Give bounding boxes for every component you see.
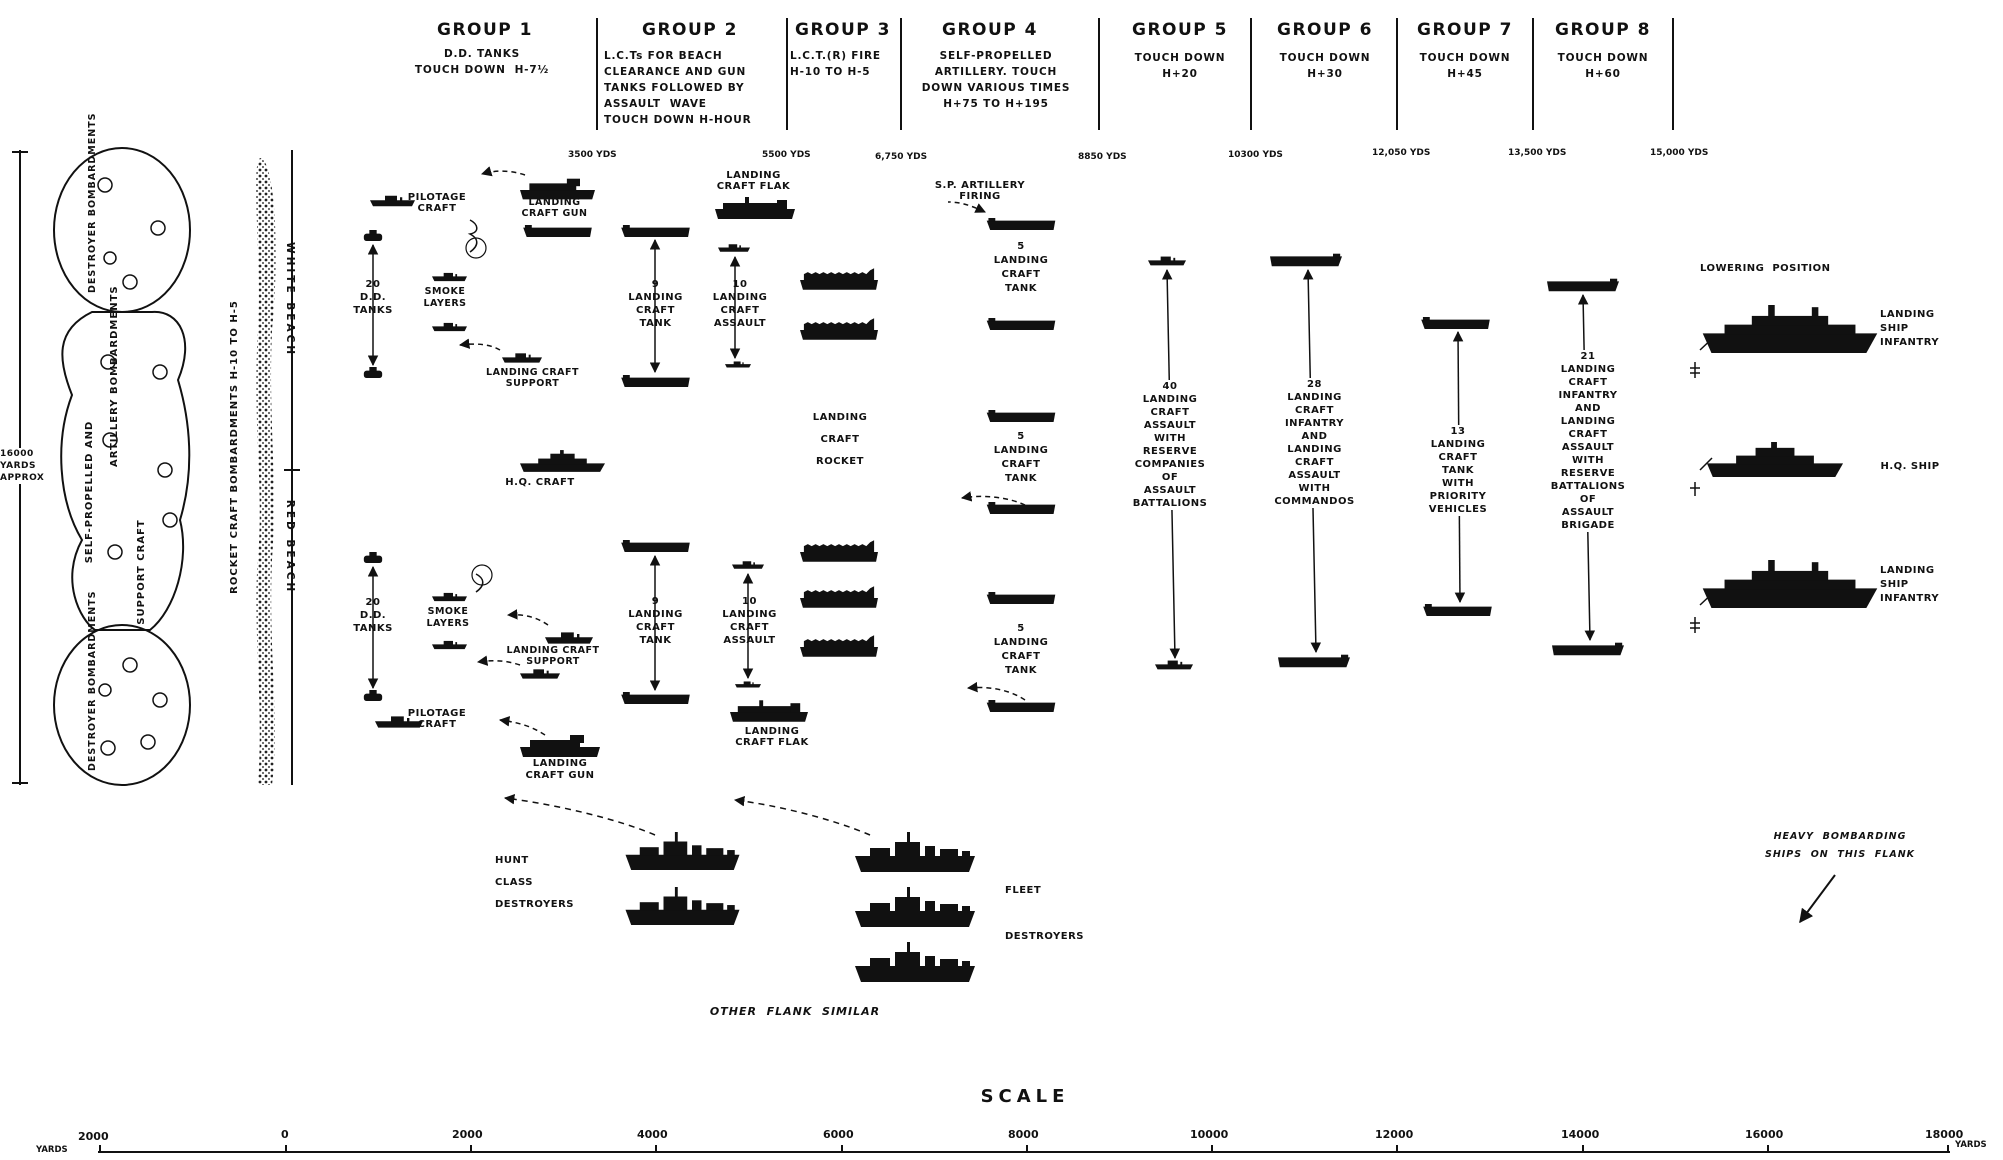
group-6-desc: TOUCH DOWN H+30	[1279, 52, 1371, 80]
landing-ship-infantry-label: LANDING SHIP INFANTRY	[1880, 309, 1940, 348]
landing-craft-rocket-label: LANDING CRAFT ROCKET	[812, 412, 868, 467]
artillery-bombardments-label: ARTILLERY BOMBARDMENTS	[109, 285, 120, 467]
landing-craft-support-label: LANDING CRAFT SUPPORT	[506, 645, 600, 667]
scale-unit-right: YARDS	[1955, 1140, 1987, 1150]
group-5-title: GROUP 5	[1131, 20, 1228, 40]
group-divider	[1098, 18, 1100, 130]
gun-symbols	[97, 177, 178, 756]
scale-tick-label: 8000	[1008, 1128, 1039, 1141]
scale-tick-label: 0	[281, 1128, 289, 1141]
group-5-desc: TOUCH DOWN H+20	[1134, 52, 1226, 80]
anchor-marks	[1690, 334, 1717, 633]
group-2-title: GROUP 2	[641, 20, 738, 40]
group-divider	[1396, 18, 1398, 130]
group-7-desc: TOUCH DOWN H+45	[1419, 52, 1511, 80]
landing-craft-support-label: LANDING CRAFT SUPPORT	[486, 367, 579, 389]
white-beach-label: WHITE BEACH	[284, 242, 296, 358]
group2-lct-label: 9 LANDING CRAFT TANK	[628, 279, 683, 329]
group-divider	[1532, 18, 1534, 130]
group2-lca-label: 10 LANDING CRAFT ASSAULT	[712, 279, 768, 329]
group-divider	[596, 18, 598, 130]
destroyer-bombardments-top: DESTROYER BOMBARDMENTS	[87, 112, 98, 293]
group-8-desc: TOUCH DOWN H+60	[1557, 52, 1649, 80]
group-4-title: GROUP 4	[941, 20, 1038, 40]
group-3-title: GROUP 3	[794, 20, 891, 40]
scale-tick-label: 2000	[78, 1130, 109, 1143]
distance-label: 15,000 YDS	[1650, 148, 1709, 158]
scale-tick-label: 4000	[637, 1128, 668, 1141]
landing-craft-flak-label: LANDING CRAFT FLAK	[735, 726, 809, 748]
group-7-title: GROUP 7	[1416, 20, 1513, 40]
dd-tanks-label: 20 D.D. TANKS	[353, 279, 393, 316]
group4-lct-label: 5 LANDING CRAFT TANK	[993, 241, 1049, 294]
scale-bar	[98, 1145, 1950, 1153]
scale-tick-label: 12000	[1375, 1128, 1414, 1141]
scale-unit-left: YARDS	[36, 1145, 68, 1155]
lowering-position-label: LOWERING POSITION	[1700, 263, 1831, 274]
smoke-layers-label: SMOKE LAYERS	[423, 286, 467, 309]
other-flank-label: OTHER FLANK SIMILAR	[709, 1005, 881, 1018]
distance-label: 12,050 YDS	[1372, 148, 1431, 158]
red-beach-label: RED BEACH	[284, 499, 296, 595]
group4-lct-label: 5 LANDING CRAFT TANK	[993, 431, 1049, 484]
scale-title: SCALE	[980, 1086, 1070, 1107]
self-propelled-label: SELF-PROPELLED AND	[84, 420, 95, 564]
dd-tanks-label: 20 D.D. TANKS	[353, 597, 393, 634]
scale-tick-label: 10000	[1190, 1128, 1229, 1141]
group5-label: 40 LANDING CRAFT ASSAULT WITH RESERVE CO…	[1120, 380, 1220, 510]
group-8-title: GROUP 8	[1554, 20, 1651, 40]
hunt-class-destroyers-label: HUNT CLASS DESTROYERS	[495, 855, 574, 910]
group-6-title: GROUP 6	[1276, 20, 1373, 40]
group-4-desc: SELF-PROPELLED ARTILLERY. TOUCH DOWN VAR…	[921, 50, 1071, 110]
fleet-label: FLEET	[1005, 885, 1042, 896]
distance-label: 10300 YDS	[1228, 150, 1283, 160]
scale-tick-label: 14000	[1561, 1128, 1600, 1141]
landing-craft-gun-label: LANDING CRAFT GUN	[525, 758, 595, 781]
group-1-title: GROUP 1	[436, 20, 533, 40]
group-2-desc: L.C.Ts FOR BEACH CLEARANCE AND GUN TANKS…	[604, 50, 752, 126]
landing-craft-gun-label: LANDING CRAFT GUN	[521, 197, 588, 219]
scale-tick-label: 16000	[1745, 1128, 1784, 1141]
support-craft-label: SUPPORT CRAFT	[136, 519, 147, 625]
scale-tick-label: 2000	[452, 1128, 483, 1141]
hq-craft-label: H.Q. CRAFT	[505, 477, 575, 488]
group-1-desc: D.D. TANKS TOUCH DOWN H-7½	[414, 48, 550, 76]
landing-craft-flak-label: LANDING CRAFT FLAK	[716, 170, 791, 192]
distance-label: 5500 YDS	[762, 150, 811, 160]
group-divider	[1672, 18, 1674, 130]
rocket-bombardment-label: ROCKET CRAFT BOMBARDMENTS H-10 TO H-5	[229, 300, 240, 594]
group2-lca-label: 10 LANDING CRAFT ASSAULT	[722, 596, 777, 646]
group2-lct-label: 9 LANDING CRAFT TANK	[628, 596, 683, 646]
sp-artillery-label: S.P. ARTILLERY FIRING	[934, 180, 1026, 202]
rocket-bombardment-band	[255, 158, 276, 785]
heavy-bombarding-label: HEAVY BOMBARDING SHIPS ON THIS FLANK	[1764, 831, 1916, 860]
pilotage-craft-label: PILOTAGE CRAFT	[407, 708, 467, 730]
landing-ship-infantry-label: LANDING SHIP INFANTRY	[1880, 565, 1940, 604]
destroyers-label: DESTROYERS	[1005, 931, 1084, 942]
destroyer-bombardments-bottom: DESTROYER BOMBARDMENTS	[87, 590, 98, 771]
group-divider	[786, 18, 788, 130]
group7-label: 13 LANDING CRAFT TANK WITH PRIORITY VEHI…	[1408, 425, 1508, 516]
scale-tick-label: 18000	[1925, 1128, 1964, 1141]
group-3-desc: L.C.T.(R) FIRE H-10 TO H-5	[790, 50, 881, 78]
hq-ship-label: H.Q. SHIP	[1880, 461, 1940, 472]
distance-label: 8850 YDS	[1078, 152, 1127, 162]
distance-label: 13,500 YDS	[1508, 148, 1567, 158]
bombardment-zones	[53, 147, 191, 786]
smoke-layers-label: SMOKE LAYERS	[426, 606, 470, 629]
scale-tick-label: 6000	[823, 1128, 854, 1141]
distance-label: 6,750 YDS	[875, 152, 928, 162]
distance-label: 3500 YDS	[568, 150, 617, 160]
group-divider	[1250, 18, 1252, 130]
group8-label: 21 LANDING CRAFT INFANTRY AND LANDING CR…	[1538, 350, 1638, 532]
group6-label: 28 LANDING CRAFT INFANTRY AND LANDING CR…	[1262, 378, 1367, 508]
width-label: 16000 YARDS APPROX	[0, 448, 45, 484]
pilotage-craft-label: PILOTAGE CRAFT	[407, 192, 467, 214]
group4-lct-label: 5 LANDING CRAFT TANK	[993, 623, 1049, 676]
group-divider	[900, 18, 902, 130]
